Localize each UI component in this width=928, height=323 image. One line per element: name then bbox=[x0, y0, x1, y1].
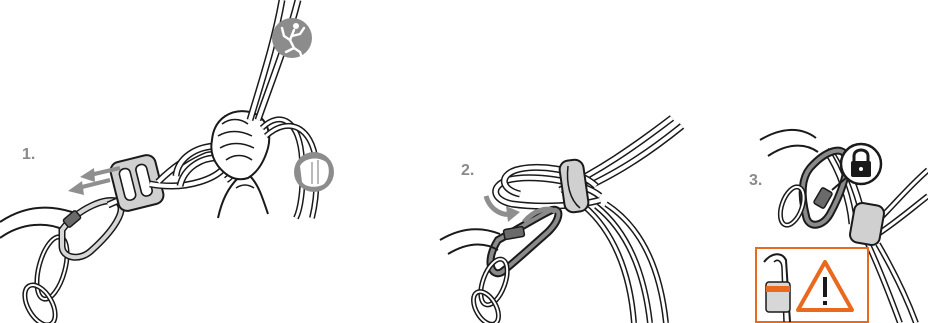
hand bbox=[211, 111, 269, 179]
sling-chain-2 bbox=[468, 256, 512, 323]
panel-step-1 bbox=[0, 0, 334, 323]
ropes-2 bbox=[560, 118, 682, 323]
ropes-3 bbox=[868, 170, 928, 323]
carabiner-2 bbox=[490, 209, 558, 273]
panel-step-3 bbox=[756, 130, 928, 323]
panel-step-2 bbox=[440, 118, 682, 323]
climber-icon bbox=[272, 18, 312, 58]
sling-chain-3 bbox=[776, 184, 808, 228]
harness-strap bbox=[0, 208, 72, 222]
hand-grip-icon bbox=[294, 152, 334, 192]
belay-device-3 bbox=[849, 202, 885, 247]
carabiner-1 bbox=[62, 200, 121, 257]
warning-inset bbox=[756, 248, 868, 322]
arm bbox=[218, 176, 268, 218]
